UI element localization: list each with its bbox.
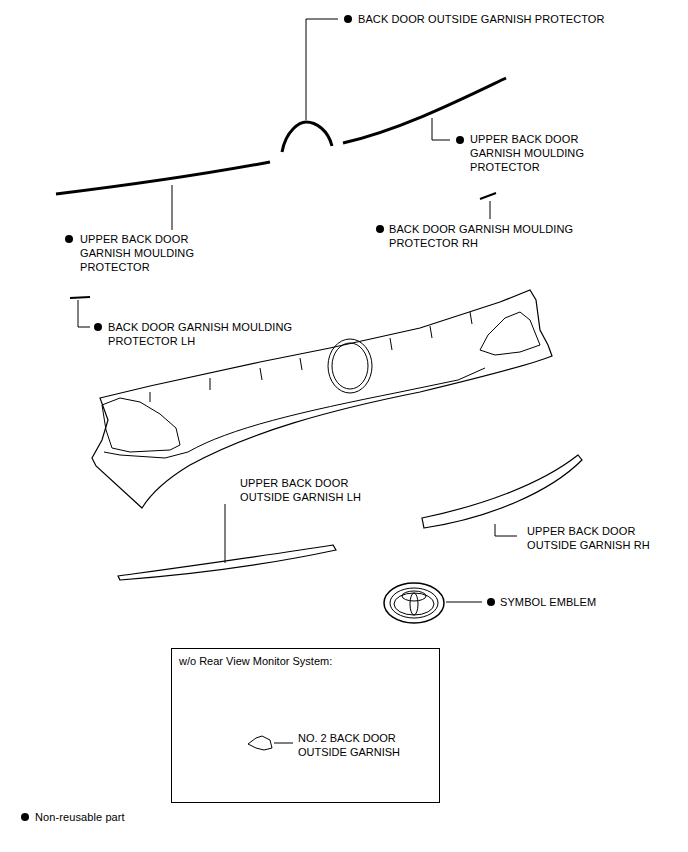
part-label: NO. 2 BACK DOOR OUTSIDE GARNISH [298, 731, 423, 759]
part-label: SYMBOL EMBLEM [500, 595, 596, 609]
variant-box: w/o Rear View Monitor System: NO. 2 BACK … [171, 648, 440, 803]
part-label: BACK DOOR OUTSIDE GARNISH PROTECTOR [358, 12, 605, 26]
part-label: BACK DOOR GARNISH MOULDING PROTECTOR LH [108, 320, 320, 348]
part-label: UPPER BACK DOOR GARNISH MOULDING PROTECT… [80, 232, 240, 274]
legend-text: Non-reusable part [35, 810, 125, 824]
part-label: BACK DOOR GARNISH MOULDING PROTECTOR RH [389, 222, 601, 250]
part-label: UPPER BACK DOOR OUTSIDE GARNISH RH [527, 524, 677, 552]
part-label: UPPER BACK DOOR GARNISH MOULDING PROTECT… [470, 132, 630, 174]
part-label: UPPER BACK DOOR OUTSIDE GARNISH LH [240, 476, 368, 504]
variant-heading: w/o Rear View Monitor System: [179, 654, 332, 668]
